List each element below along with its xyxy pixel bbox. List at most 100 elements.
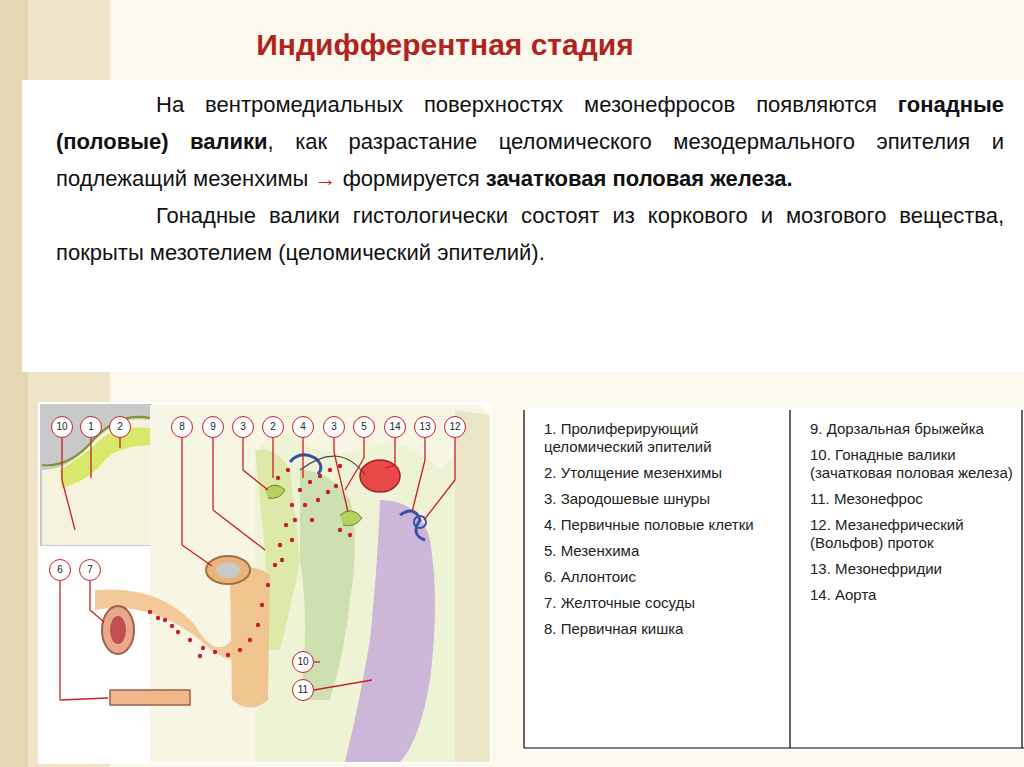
gut-opening (216, 562, 240, 578)
germ-cell (308, 480, 312, 484)
legend-entry: 9. Дорзальная брыжейка (810, 420, 1014, 438)
callout-number: 4 (292, 416, 314, 438)
germ-cell (248, 638, 252, 642)
callout-number: 2 (109, 416, 131, 438)
germ-cell (163, 618, 167, 622)
slide-title: Индифферентная стадия (0, 28, 890, 62)
arrow-symbol: → (315, 166, 337, 191)
germ-cell (316, 498, 320, 502)
allantois (102, 606, 134, 654)
germ-cell (266, 583, 270, 587)
germ-cell (298, 488, 302, 492)
allantois-lumen (110, 616, 126, 644)
germ-cell (290, 538, 294, 542)
legend-entry: 6. Аллонтоис (544, 568, 782, 586)
germ-cell (293, 518, 297, 522)
germ-cell (170, 624, 174, 628)
germ-cell (284, 523, 288, 527)
germ-cell (318, 474, 322, 478)
germ-cell (226, 653, 230, 657)
primordial-germ-cells (148, 464, 352, 658)
germ-cell (201, 646, 205, 650)
callout-number: 11 (292, 679, 314, 701)
gut-lumen (206, 556, 250, 584)
text-panel (22, 80, 1024, 372)
germ-cell (338, 464, 342, 468)
legend-entry: 11. Мезонефрос (810, 490, 1014, 508)
germ-cell (156, 616, 160, 620)
table-ground (522, 408, 1024, 750)
legend-entry: 3. Зародошевые шнуры (544, 490, 782, 508)
callout-number: 7 (79, 559, 101, 581)
callout-number: 13 (414, 416, 436, 438)
germ-cell (213, 650, 217, 654)
germ-cell (273, 563, 277, 567)
wolffian-duct (414, 516, 426, 528)
legend-entry: 2. Утолщение мезенхимы (544, 464, 782, 482)
germ-cell (303, 503, 307, 507)
mesonephric-tubule (290, 455, 321, 474)
figure-ground (38, 402, 492, 764)
sex-cord (265, 485, 285, 498)
legend-entry: 10. Гонадные валики (зачатковая половая … (810, 446, 1014, 482)
germ-cell (328, 468, 332, 472)
germ-cell (334, 484, 338, 488)
legend-entry: 8. Первичная кишка (544, 620, 782, 638)
legend-column: 1. Пролиферирующий целомический эпителий… (524, 412, 790, 746)
callout-number: 6 (49, 559, 71, 581)
legend-entry: 14. Аорта (810, 586, 1014, 604)
germ-cell (310, 518, 314, 522)
inset-frame (40, 404, 152, 546)
callout-number: 1 (80, 416, 102, 438)
inset-epithelium (42, 417, 150, 465)
block-side (455, 410, 490, 762)
body-text: Гонадные валики гистологически состоят и… (56, 203, 1004, 265)
callout-number: 9 (202, 416, 224, 438)
mesenchyme-block (255, 433, 470, 762)
text-panel: На вентромедиальных поверхностях мезонеф… (22, 86, 1024, 370)
callout-number: 8 (171, 416, 193, 438)
germ-cell (280, 558, 284, 562)
legend-entry: 12. Мезанефрический (Вольфов) проток (810, 516, 1014, 552)
legend-entry: 7. Желточные сосуды (544, 594, 782, 612)
callout-number: 3 (232, 416, 254, 438)
germ-cell (290, 503, 294, 507)
legend-entry: 13. Мезонефридии (810, 560, 1014, 578)
callout-number: 10 (292, 651, 314, 673)
body-text: формируется (343, 166, 480, 191)
germ-cell (148, 610, 152, 614)
germ-cell (326, 490, 330, 494)
body-text: На вентромедиальных поверхностях мезонеф… (156, 92, 877, 117)
callout-number: 3 (323, 416, 345, 438)
germ-cell (276, 476, 280, 480)
germ-cell (286, 468, 290, 472)
germ-cell (256, 623, 260, 627)
leader-lines (60, 438, 455, 700)
paragraph: На вентромедиальных поверхностях мезонеф… (56, 86, 1004, 197)
table-frame (524, 410, 1024, 748)
mesonephros (345, 500, 435, 762)
callout-number: 5 (353, 416, 375, 438)
mesonephric-tubule (400, 511, 425, 540)
germ-cell (278, 543, 282, 547)
bold-term: зачатковая половая железа. (486, 166, 793, 191)
legend-column: 9. Дорзальная брыжейка 10. Гонадные валик… (790, 412, 1022, 746)
gut-tube (230, 568, 270, 708)
legend-entry: 5. Мезенхима (544, 542, 782, 560)
paragraph: Гонадные валики гистологически состоят и… (56, 197, 1004, 271)
germ-cell (188, 638, 192, 642)
germ-cell (198, 654, 202, 658)
legend-entry: 4. Первичные половые клетки (544, 516, 782, 534)
germ-cell (238, 648, 242, 652)
germ-cell (348, 533, 352, 537)
sex-cord (340, 511, 362, 526)
callout-number: 2 (262, 416, 284, 438)
callout-number: 14 (384, 416, 406, 438)
yolk-vessel (110, 690, 190, 705)
germ-cell (338, 528, 342, 532)
germ-cell (260, 603, 264, 607)
germ-cell (176, 630, 180, 634)
callout-number: 10 (51, 416, 73, 438)
legend-entry: 1. Пролиферирующий целомический эпителий (544, 420, 782, 456)
